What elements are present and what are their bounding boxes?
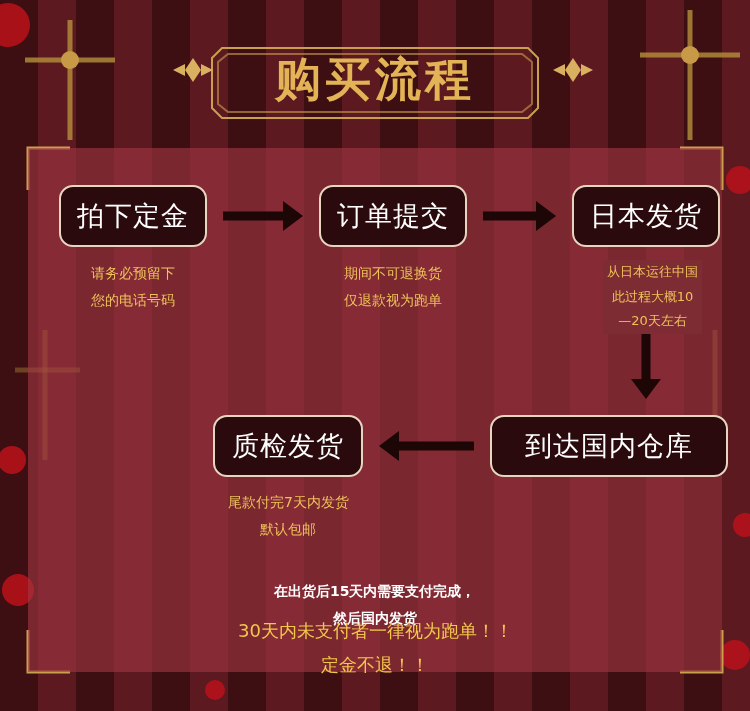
flow-arrow	[483, 201, 556, 231]
step-note: 期间不可退换货 仅退款视为跑单	[344, 260, 442, 313]
step-note: 尾款付完7天内发货 默认包邮	[228, 489, 349, 542]
box-label: 日本发货	[590, 200, 702, 232]
step-note: 请务必预留下 您的电话号码	[91, 260, 175, 313]
process-box: 订单提交	[319, 185, 467, 247]
box-label: 订单提交	[337, 200, 449, 232]
process-box: 拍下定金	[59, 185, 207, 247]
flow-arrow	[223, 201, 303, 231]
diagram-title: 购买流程	[275, 52, 475, 107]
box-label: 质检发货	[232, 430, 344, 462]
process-box: 日本发货	[572, 185, 720, 247]
payment-note: 30天内未支付者一律视为跑单！！定金不退！！	[238, 614, 513, 682]
process-box: 质检发货	[213, 415, 363, 477]
flow-arrow	[379, 431, 474, 461]
box-label: 拍下定金	[77, 200, 189, 232]
box-label: 到达国内仓库	[525, 430, 693, 462]
process-box: 到达国内仓库	[490, 415, 728, 477]
step-note: 从日本运往中国 此过程大概10—20天左右	[603, 260, 702, 334]
